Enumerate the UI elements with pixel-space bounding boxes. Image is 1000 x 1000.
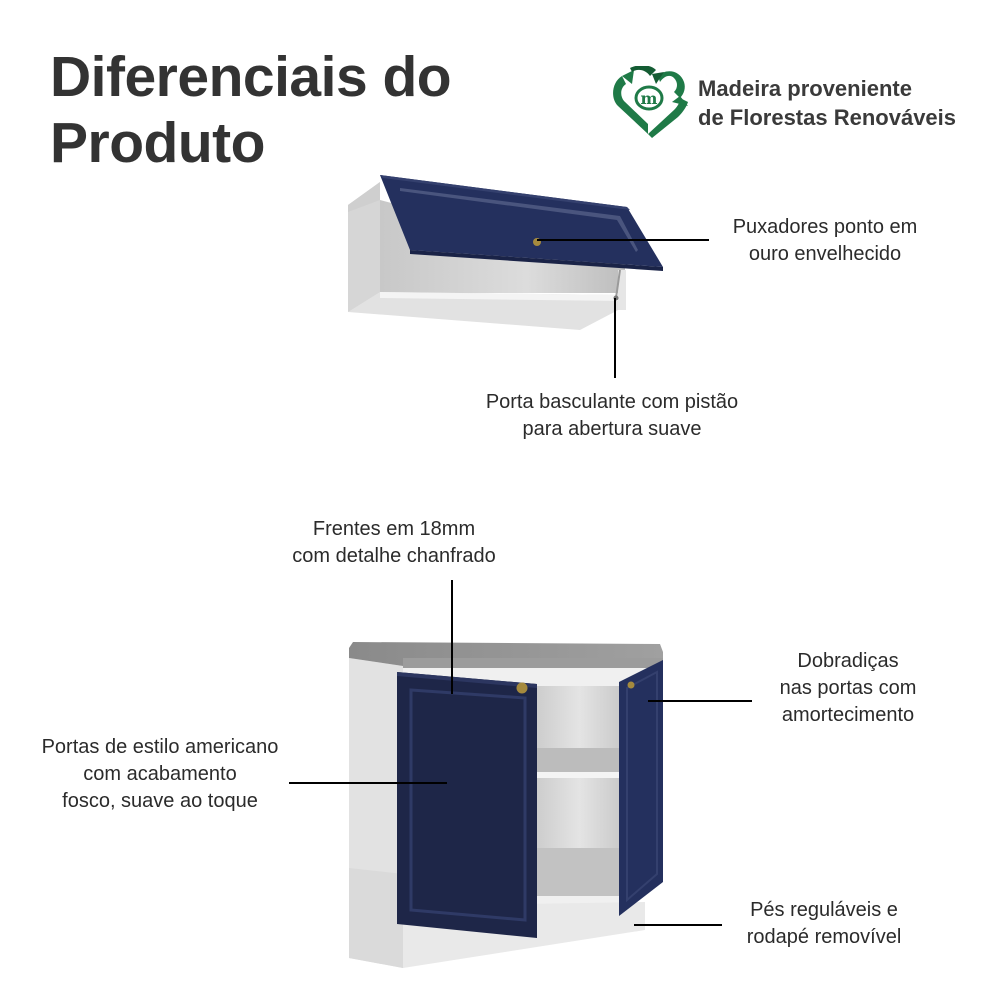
svg-text:m: m (641, 89, 658, 108)
callout-text: Frentes em 18mm (312, 518, 476, 540)
badge-line-2: de Florestas Renováveis (698, 105, 957, 130)
callout-text: Pés reguláveis e (750, 899, 898, 921)
callout-line-frentes (451, 580, 453, 694)
callout-line-dobradicas (648, 700, 752, 702)
callout-dobradicas: Dobradiças nas portas com amortecimento (758, 648, 938, 729)
callout-text: Puxadores ponto em (732, 216, 918, 238)
sustainability-badge-text: Madeira proveniente de Florestas Renováv… (698, 74, 956, 132)
title-line-2: Produto (50, 111, 265, 175)
callout-text: Dobradiças (797, 650, 899, 672)
callout-frentes: Frentes em 18mm com detalhe chanfrado (262, 516, 526, 570)
callout-text: amortecimento (781, 704, 915, 726)
lower-cabinet-image (345, 638, 665, 970)
callout-text: com acabamento (83, 763, 237, 785)
callout-text: Porta basculante com pistão (485, 391, 739, 413)
callout-line-basculante (614, 298, 616, 378)
callout-line-puxadores (537, 239, 709, 241)
callout-text: nas portas com (779, 677, 917, 699)
title-line-1: Diferenciais do (50, 45, 452, 109)
badge-line-1: Madeira proveniente (698, 76, 912, 101)
callout-text: Portas de estilo americano (41, 736, 279, 758)
callout-text: rodapé removível (746, 926, 902, 948)
callout-pes: Pés reguláveis e rodapé removível (724, 897, 924, 951)
callout-line-portas (289, 782, 447, 784)
callout-basculante: Porta basculante com pistão para abertur… (450, 389, 774, 443)
callout-text: fosco, suave ao toque (62, 790, 258, 812)
callout-text: para abertura suave (522, 418, 702, 440)
callout-text: ouro envelhecido (748, 243, 902, 265)
callout-puxadores: Puxadores ponto em ouro envelhecido (700, 214, 950, 268)
recycle-heart-m-icon: m (608, 66, 690, 138)
callout-portas: Portas de estilo americano com acabament… (10, 734, 310, 815)
page-title: Diferenciais do Produto (50, 44, 452, 176)
callout-line-pes (634, 924, 722, 926)
upper-cabinet-image (340, 170, 670, 335)
callout-text: com detalhe chanfrado (292, 545, 496, 567)
